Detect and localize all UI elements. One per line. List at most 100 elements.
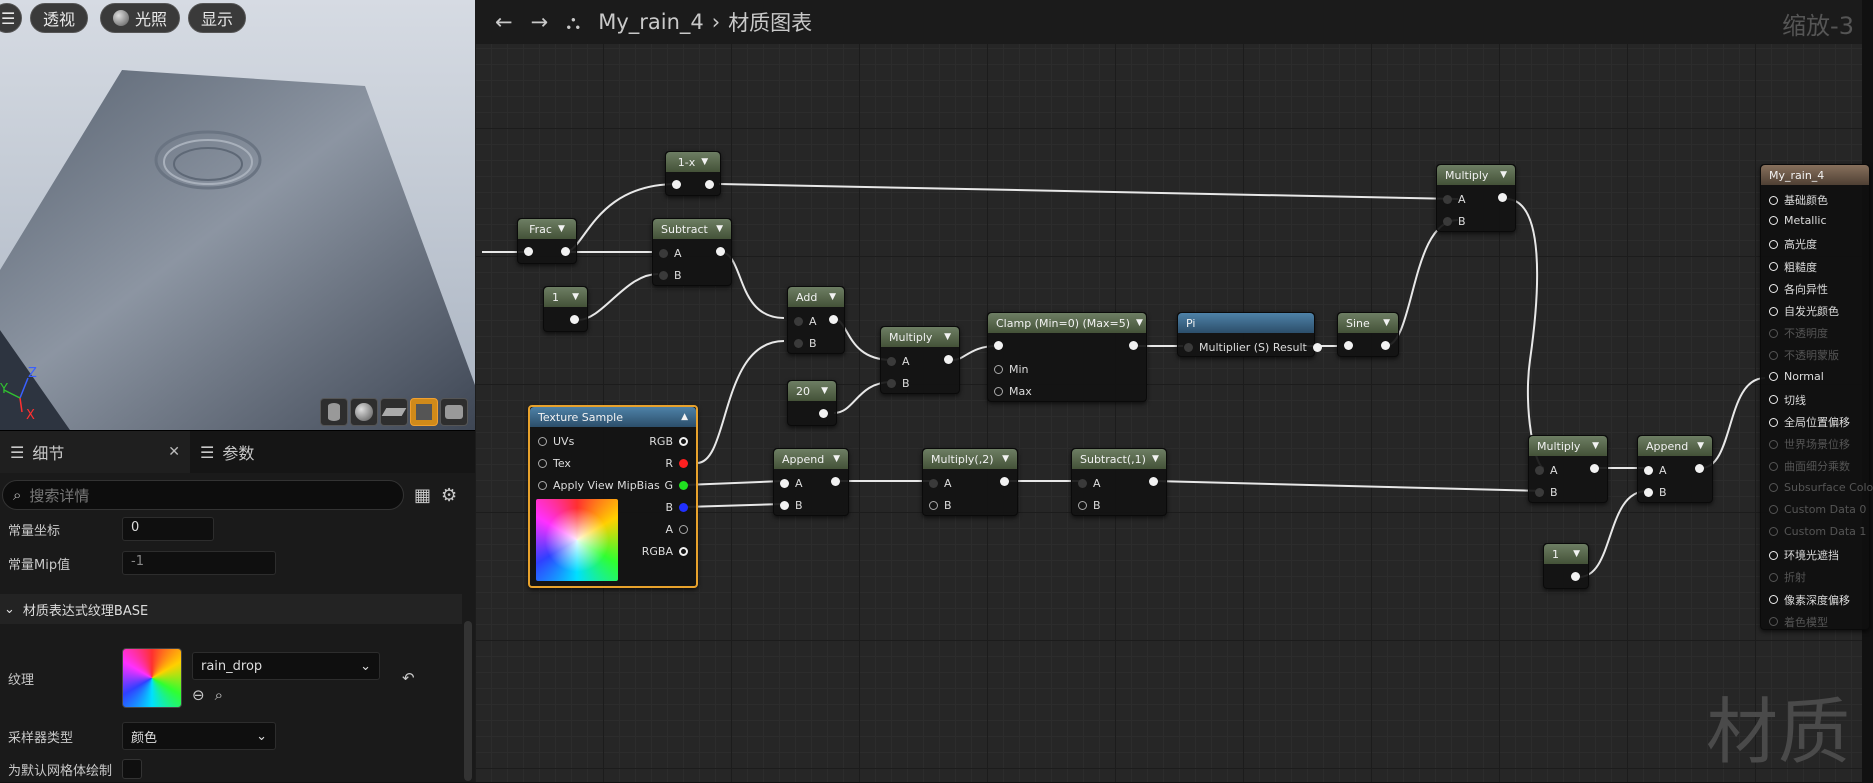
reset-arrow-icon[interactable]: ↶ [402, 669, 415, 687]
const-mip-field[interactable]: -1 [122, 551, 276, 575]
node-one-minus-x[interactable]: 1-x▼ [665, 151, 721, 196]
result-pin[interactable]: 全局位置偏移 [1769, 414, 1850, 430]
result-pin[interactable]: Custom Data 1 [1769, 525, 1866, 538]
output-pin[interactable] [561, 247, 570, 256]
output-pin[interactable] [1381, 341, 1390, 350]
output-pin[interactable] [829, 315, 838, 324]
default-mesh-checkbox[interactable] [122, 759, 142, 779]
menu-button[interactable]: ☰ [0, 3, 22, 33]
node-multiply[interactable]: Multiply▼ A B [880, 326, 960, 394]
input-pin[interactable] [672, 180, 681, 189]
material-graph[interactable]: ← → ⛬ My_rain_4 › 材质图表 缩放-3 材质 Frac▼ 1-x… [475, 0, 1873, 782]
result-pin[interactable]: 切线 [1769, 392, 1806, 408]
input-pin-a[interactable]: A [1078, 477, 1101, 490]
result-pin[interactable]: 粗糙度 [1769, 259, 1817, 275]
input-pin-max[interactable]: Max [994, 385, 1032, 398]
input-pin-b[interactable]: B [929, 499, 952, 512]
details-scrollbar[interactable] [464, 621, 472, 781]
result-pin[interactable]: 世界场景位移 [1769, 436, 1850, 452]
input-pin-uvs[interactable]: UVs [538, 435, 574, 448]
input-pin-tex[interactable]: Tex [538, 457, 571, 470]
output-pin[interactable] [705, 180, 714, 189]
node-constant-20[interactable]: 20▼ [787, 380, 837, 426]
output-pin[interactable] [1590, 464, 1599, 473]
browse-arrow-icon[interactable]: ⊖ [192, 686, 205, 704]
input-pin[interactable] [1344, 341, 1353, 350]
input-pin[interactable] [524, 247, 533, 256]
tab-details[interactable]: ☰ 细节 ✕ [0, 431, 190, 473]
texture-thumbnail[interactable] [122, 648, 182, 708]
cylinder-mesh-button[interactable] [320, 398, 348, 426]
output-pin[interactable] [819, 409, 828, 418]
node-sine[interactable]: Sine▼ [1337, 312, 1399, 357]
output-pin-a[interactable]: A [665, 523, 688, 536]
node-constant-1[interactable]: 1▼ [543, 286, 588, 332]
input-pin-b[interactable]: B [1644, 486, 1667, 499]
result-pin[interactable]: Normal [1769, 370, 1824, 383]
breadcrumb-page[interactable]: 材质图表 [728, 11, 813, 35]
output-pin[interactable] [1129, 341, 1138, 350]
node-append[interactable]: Append▼ A B [773, 448, 849, 516]
result-pin[interactable]: 基础颜色 [1769, 192, 1828, 208]
node-clamp[interactable]: Clamp (Min=0) (Max=5)▼ Min Max [987, 312, 1147, 402]
pi-pin[interactable]: Multiplier (S) Result [1184, 341, 1322, 354]
result-pin[interactable]: 折射 [1769, 569, 1806, 585]
result-pin[interactable]: 高光度 [1769, 236, 1817, 252]
node-texture-sample[interactable]: Texture Sample▲ UVs Tex Apply View MipBi… [528, 405, 698, 588]
output-pin[interactable] [1695, 464, 1704, 473]
result-pin[interactable]: Metallic [1769, 214, 1827, 227]
output-pin[interactable] [1000, 477, 1009, 486]
result-pin[interactable]: 自发光颜色 [1769, 303, 1839, 319]
output-pin[interactable] [1571, 572, 1580, 581]
lighting-button[interactable]: 光照 [100, 3, 181, 33]
cube-mesh-button[interactable] [410, 398, 438, 426]
hierarchy-icon[interactable]: ⛬ [566, 10, 581, 34]
result-pin[interactable]: 像素深度偏移 [1769, 592, 1850, 608]
node-multiply-bottom[interactable]: Multiply▼ A B [1528, 435, 1608, 503]
output-pin-b[interactable]: B [665, 501, 688, 514]
node-constant-1b[interactable]: 1▼ [1543, 543, 1589, 589]
result-pin[interactable]: Subsurface Colo [1769, 481, 1873, 494]
perspective-button[interactable]: 透视 [30, 3, 89, 33]
forward-arrow-icon[interactable]: → [530, 10, 549, 34]
input-pin-a[interactable]: A [1644, 464, 1667, 477]
node-multiply-2[interactable]: Multiply(,2)▼ A B [922, 448, 1018, 516]
input-pin[interactable] [994, 341, 1003, 350]
input-pin-min[interactable]: Min [994, 363, 1029, 376]
texture-dropdown[interactable]: rain_drop ⌄ [192, 652, 380, 680]
output-pin[interactable] [944, 355, 953, 364]
node-append-2[interactable]: Append▼ A B [1637, 435, 1713, 503]
category-header[interactable]: ⌄ 材质表达式纹理BASE [0, 594, 462, 624]
custom-mesh-button[interactable] [440, 398, 468, 426]
node-subtract-1[interactable]: Subtract(,1)▼ A B [1071, 448, 1167, 516]
input-pin-a[interactable]: A [1443, 193, 1466, 206]
input-pin-b[interactable]: B [1078, 499, 1101, 512]
sphere-mesh-button[interactable] [350, 398, 378, 426]
tab-parameters[interactable]: ☰ 参数 [190, 431, 264, 473]
table-view-icon[interactable]: ▦ [414, 484, 432, 506]
input-pin-b[interactable]: B [1535, 486, 1558, 499]
output-pin-rgb[interactable]: RGB [649, 435, 688, 448]
result-pin[interactable]: 各向异性 [1769, 281, 1828, 297]
output-pin[interactable] [570, 315, 579, 324]
const-coord-field[interactable]: 0 [122, 517, 214, 541]
output-pin[interactable] [831, 477, 840, 486]
breadcrumb-asset[interactable]: My_rain_4 [598, 10, 704, 34]
input-pin-a[interactable]: A [659, 247, 682, 260]
input-pin-a[interactable]: A [794, 315, 817, 328]
node-add[interactable]: Add▼ A B [787, 286, 845, 354]
node-frac[interactable]: Frac▼ [517, 218, 577, 264]
input-pin-a[interactable]: A [1535, 464, 1558, 477]
output-pin[interactable] [1149, 477, 1158, 486]
sampler-dropdown[interactable]: 颜色 ⌄ [122, 722, 276, 750]
show-button[interactable]: 显示 [188, 3, 247, 33]
node-multiply-top[interactable]: Multiply▼ A B [1436, 164, 1516, 232]
input-pin-a[interactable]: A [887, 355, 910, 368]
viewport[interactable]: ☰ 透视 光照 显示 Z Y X [0, 0, 475, 430]
node-subtract[interactable]: Subtract▼ A B [652, 218, 732, 286]
output-pin[interactable] [1498, 193, 1507, 202]
input-pin-a[interactable]: A [780, 477, 803, 490]
gear-icon[interactable]: ⚙ [441, 484, 458, 506]
output-pin-r[interactable]: R [665, 457, 688, 470]
